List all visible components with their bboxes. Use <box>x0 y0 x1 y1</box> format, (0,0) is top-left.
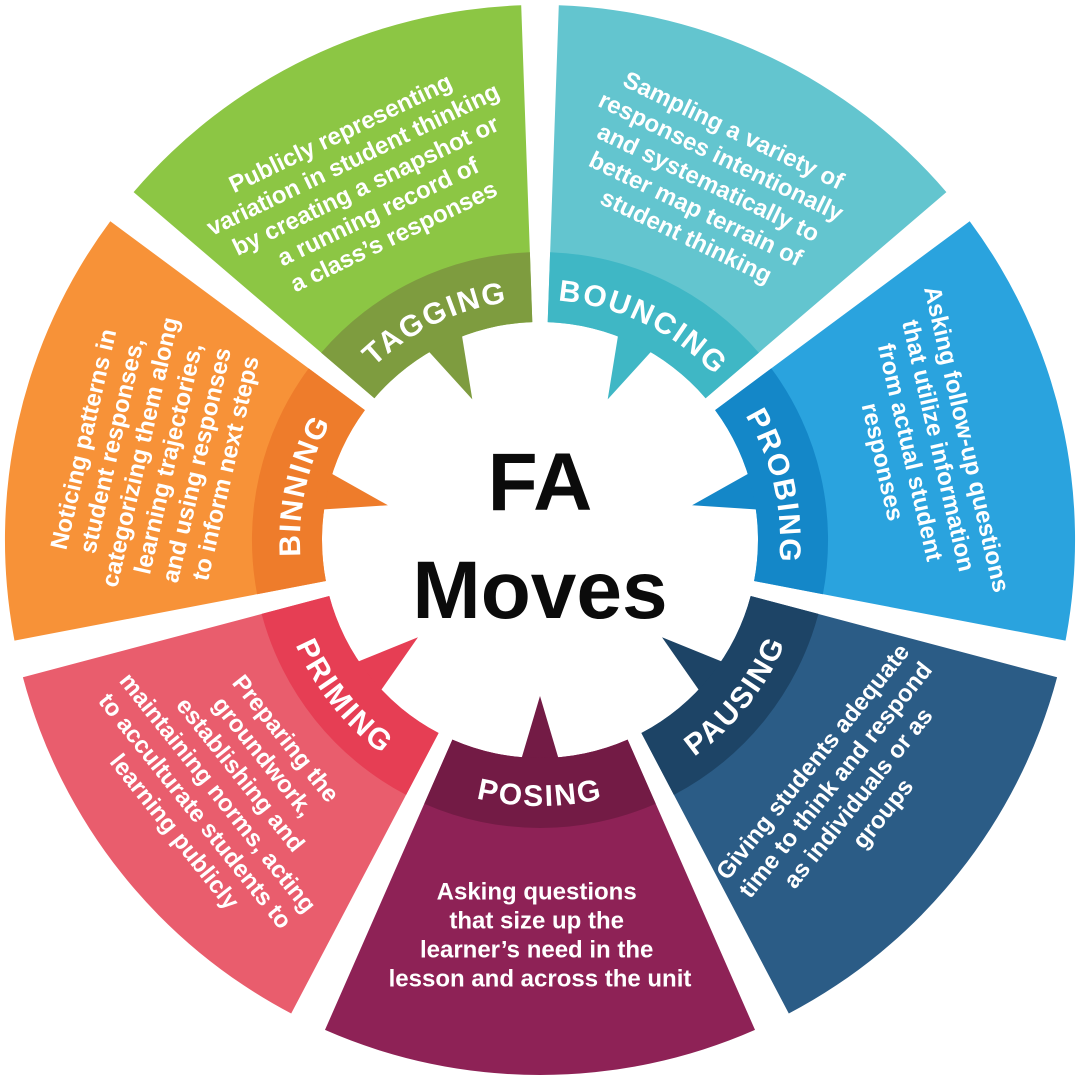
binning-band <box>251 368 365 595</box>
bouncing-band <box>547 252 759 399</box>
segment-tagging: TAGGING Publicly representing variation … <box>133 5 533 400</box>
center-title-group: FA Moves <box>412 437 667 636</box>
priming-band <box>261 596 439 795</box>
segment-bouncing: BOUNCING Sampling a variety of responses… <box>547 5 947 400</box>
segment-posing: POSING Asking questions that size up the… <box>325 696 755 1076</box>
segment-binning: BINNING Noticing patterns in student res… <box>4 221 388 641</box>
center-title-line2: Moves <box>412 545 667 636</box>
posing-wedge <box>325 739 755 1076</box>
posing-band <box>424 739 656 828</box>
pausing-band <box>641 596 819 795</box>
center-title-line1: FA <box>488 437 593 528</box>
segment-probing: PROBING Asking follow-up questions that … <box>692 221 1076 641</box>
posing-description: Asking questions that size up the learne… <box>389 879 692 993</box>
tagging-band <box>321 252 533 399</box>
segment-pausing: PAUSING Giving students adequate time to… <box>641 596 1058 1014</box>
posing-pointer-icon <box>517 696 563 771</box>
probing-band <box>715 368 829 595</box>
